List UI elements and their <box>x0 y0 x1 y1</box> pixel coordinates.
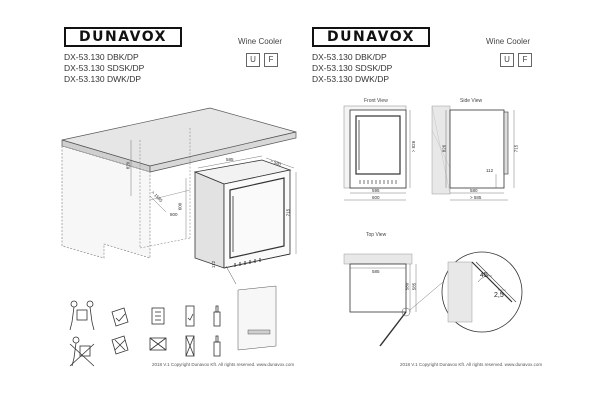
bottle-icon <box>213 305 221 357</box>
product-type: Wine Cooler <box>238 37 283 46</box>
angle-arc <box>477 275 493 283</box>
badge-u: U <box>500 53 514 67</box>
model-name: DX-53.130 SDSK/DP <box>64 63 145 73</box>
installation-drawing <box>61 107 297 351</box>
model-list: DX-53.130 DBK/DP DX-53.130 SDSK/DP DX-53… <box>312 52 392 85</box>
front-height-dim: > 826 <box>411 140 417 153</box>
front-width-inner-dim: 595 <box>372 188 380 193</box>
box-flat-forbidden-icon <box>149 337 167 351</box>
cabinet-body <box>61 145 151 259</box>
model-list: DX-53.130 DBK/DP DX-53.130 SDSK/DP DX-53… <box>64 52 144 85</box>
copyright-text: 2018 V.1 Copyright Dunavox Kft. All righ… <box>400 362 543 367</box>
installation-badges: U F <box>500 53 532 67</box>
model-name: DX-53.130 DBK/DP <box>64 52 139 62</box>
right-spec-sheet: DUNAVOX DX-53.130 DBK/DP DX-53.130 SDSK/… <box>300 0 600 400</box>
side-right-height-dim: 715 <box>513 144 519 153</box>
model-name: DX-53.130 DWK/DP <box>64 74 141 84</box>
side-depth-outer-dim: > 585 <box>470 195 482 200</box>
dim-800: 800 <box>170 212 178 217</box>
front-cabinet <box>349 109 407 189</box>
magnified-door-inner <box>475 261 517 303</box>
top-side-a-dim: 580 <box>404 282 410 291</box>
top-width-dim: 585 <box>372 269 380 274</box>
cabinet-check-icon <box>185 305 195 327</box>
wall-hatch <box>431 129 451 169</box>
side-bottom-dim: 112 <box>486 168 494 173</box>
tilted-forbidden-icon <box>111 335 129 355</box>
model-name: DX-53.130 DWK/DP <box>312 74 389 84</box>
wall-hatch <box>431 105 451 195</box>
copyright-text: 2018 V.1 Copyright Dunavox Kft. All righ… <box>152 362 295 367</box>
front-door <box>355 115 401 175</box>
cabinet-forbidden-icon <box>185 335 195 357</box>
vent-grille <box>359 180 397 184</box>
detail-hinge <box>247 329 271 335</box>
top-view-drawing <box>343 251 523 347</box>
countertop-front <box>149 131 297 173</box>
side-view-drawing <box>431 105 515 201</box>
brand-logo: DUNAVOX <box>312 27 430 47</box>
niche-line <box>139 237 191 249</box>
dimension-line <box>149 195 167 213</box>
detail-pointer <box>225 265 237 285</box>
handling-pictograms <box>69 300 221 367</box>
one-person-lift-forbidden-icon <box>69 336 95 367</box>
technical-drawings <box>343 105 523 347</box>
dimension-line <box>265 157 295 169</box>
brand-logo: DUNAVOX <box>64 27 182 47</box>
two-person-lift-icon <box>69 300 95 331</box>
side-door-edge <box>503 111 509 175</box>
product-type: Wine Cooler <box>486 37 531 46</box>
side-cabinet <box>449 109 505 189</box>
open-door <box>379 311 407 347</box>
front-view-drawing <box>343 105 411 201</box>
top-wall <box>343 253 413 265</box>
top-view-label: Top View <box>366 232 387 238</box>
side-depth-inner-dim: 580 <box>470 188 478 193</box>
dim-585: 585 <box>226 157 234 162</box>
model-name: DX-53.130 DBK/DP <box>312 52 387 62</box>
dimension-line <box>197 155 263 169</box>
badge-f: F <box>518 53 532 67</box>
angle-label: 45 <box>480 272 488 279</box>
magnified-door <box>471 261 513 303</box>
gap-label: 2,5 <box>494 292 504 299</box>
niche-line <box>149 189 191 201</box>
installation-badges: U F <box>246 53 278 67</box>
vent-grille <box>234 258 261 267</box>
front-width-outer-dim: 600 <box>372 195 380 200</box>
magnified-wall <box>447 261 473 323</box>
box-upright-icon <box>151 307 165 325</box>
front-view-label: Front View <box>364 98 388 104</box>
side-height-dim: 826 <box>441 144 447 153</box>
cooler-door <box>229 177 285 259</box>
model-name: DX-53.130 SDSK/DP <box>312 63 393 73</box>
upright-ok-icon <box>111 307 129 327</box>
side-view-label: Side View <box>460 98 483 104</box>
left-spec-sheet: DUNAVOX DX-53.130 DBK/DP DX-53.130 SDSK/… <box>61 27 297 367</box>
hinge-detail-marker <box>401 307 411 317</box>
top-side-b-dim: 585 <box>411 282 417 291</box>
badge-f: F <box>264 53 278 67</box>
top-cabinet <box>349 263 407 313</box>
badge-u: U <box>246 53 260 67</box>
